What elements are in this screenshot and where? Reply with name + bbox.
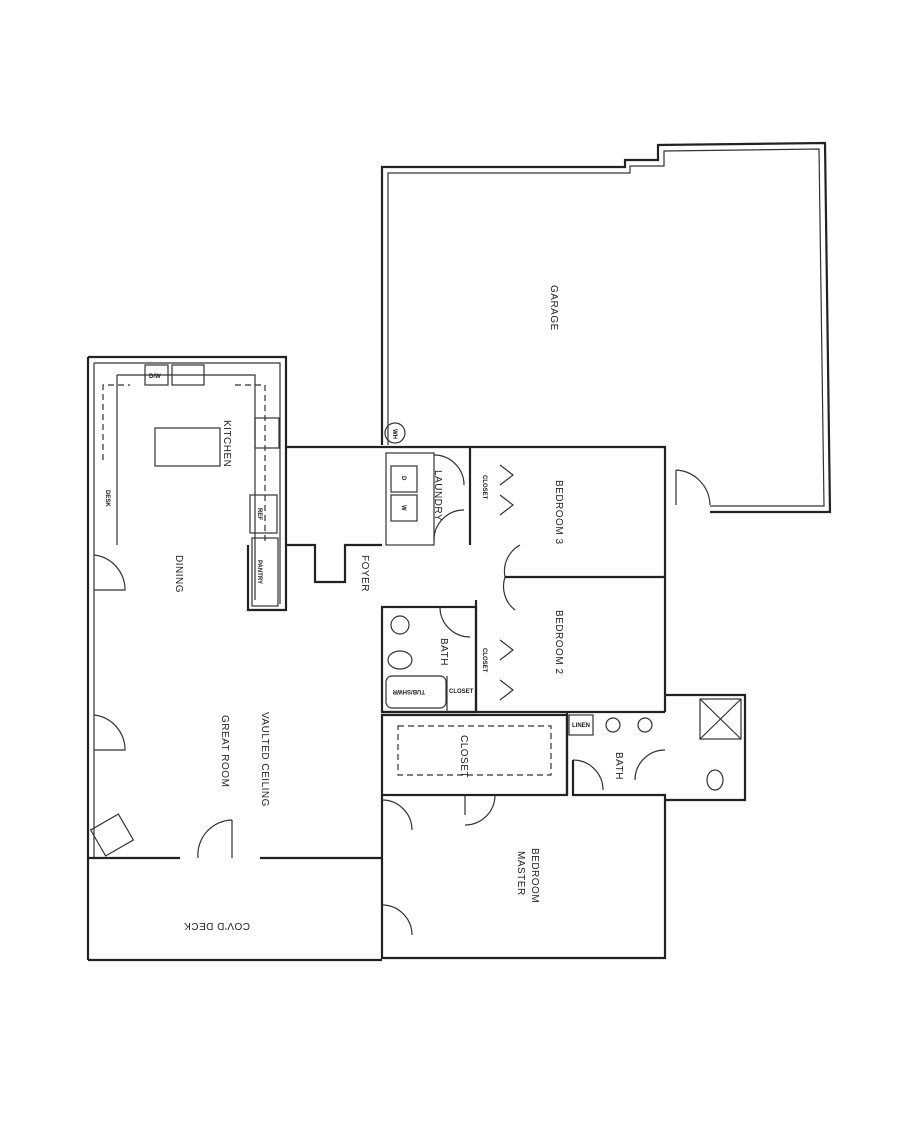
label-garage: GARAGE bbox=[548, 285, 559, 331]
main-walls bbox=[86, 355, 382, 962]
label-closet-hall: CLOSET bbox=[449, 689, 474, 695]
label-pantry: PANTRY bbox=[256, 560, 262, 584]
label-tub-shower: TUB/SHWR bbox=[392, 688, 425, 694]
label-dryer: D bbox=[400, 476, 406, 481]
label-laundry: LAUNDRY bbox=[432, 470, 443, 521]
label-bedroom-2: BEDROOM 2 bbox=[553, 610, 564, 675]
label-desk: DESK bbox=[104, 490, 110, 507]
label-dishwasher: D/W bbox=[149, 374, 161, 380]
label-bedroom-3: BEDROOM 3 bbox=[553, 480, 564, 545]
label-ref: REF bbox=[256, 508, 262, 520]
laundry-walls bbox=[382, 422, 470, 546]
label-covd-deck: COV'D DECK bbox=[184, 920, 250, 931]
label-master: MASTER bbox=[515, 851, 526, 896]
label-washer: W bbox=[400, 505, 406, 511]
label-closet-b2: CLOSET bbox=[481, 648, 487, 673]
label-kitchen: KITCHEN bbox=[221, 420, 232, 467]
label-vaulted-ceiling: VAULTED CEILING bbox=[259, 712, 270, 807]
garage-walls bbox=[380, 141, 832, 514]
label-bedroom-master: BEDROOM bbox=[529, 848, 540, 903]
label-great-room: GREAT ROOM bbox=[219, 715, 230, 787]
label-bath-hall: BATH bbox=[438, 638, 449, 666]
bedroom-walls bbox=[382, 445, 667, 714]
label-foyer: FOYER bbox=[359, 555, 370, 592]
label-linen: LINEN bbox=[572, 723, 590, 729]
label-closet-master: CLOSET bbox=[458, 735, 469, 778]
label-water-heater: WH bbox=[391, 429, 397, 439]
label-bath-master: BATH bbox=[613, 752, 624, 780]
master-suite bbox=[380, 693, 747, 960]
label-closet-b3: CLOSET bbox=[481, 475, 487, 500]
label-dining: DINING bbox=[173, 555, 184, 593]
hall-bath bbox=[380, 605, 478, 714]
